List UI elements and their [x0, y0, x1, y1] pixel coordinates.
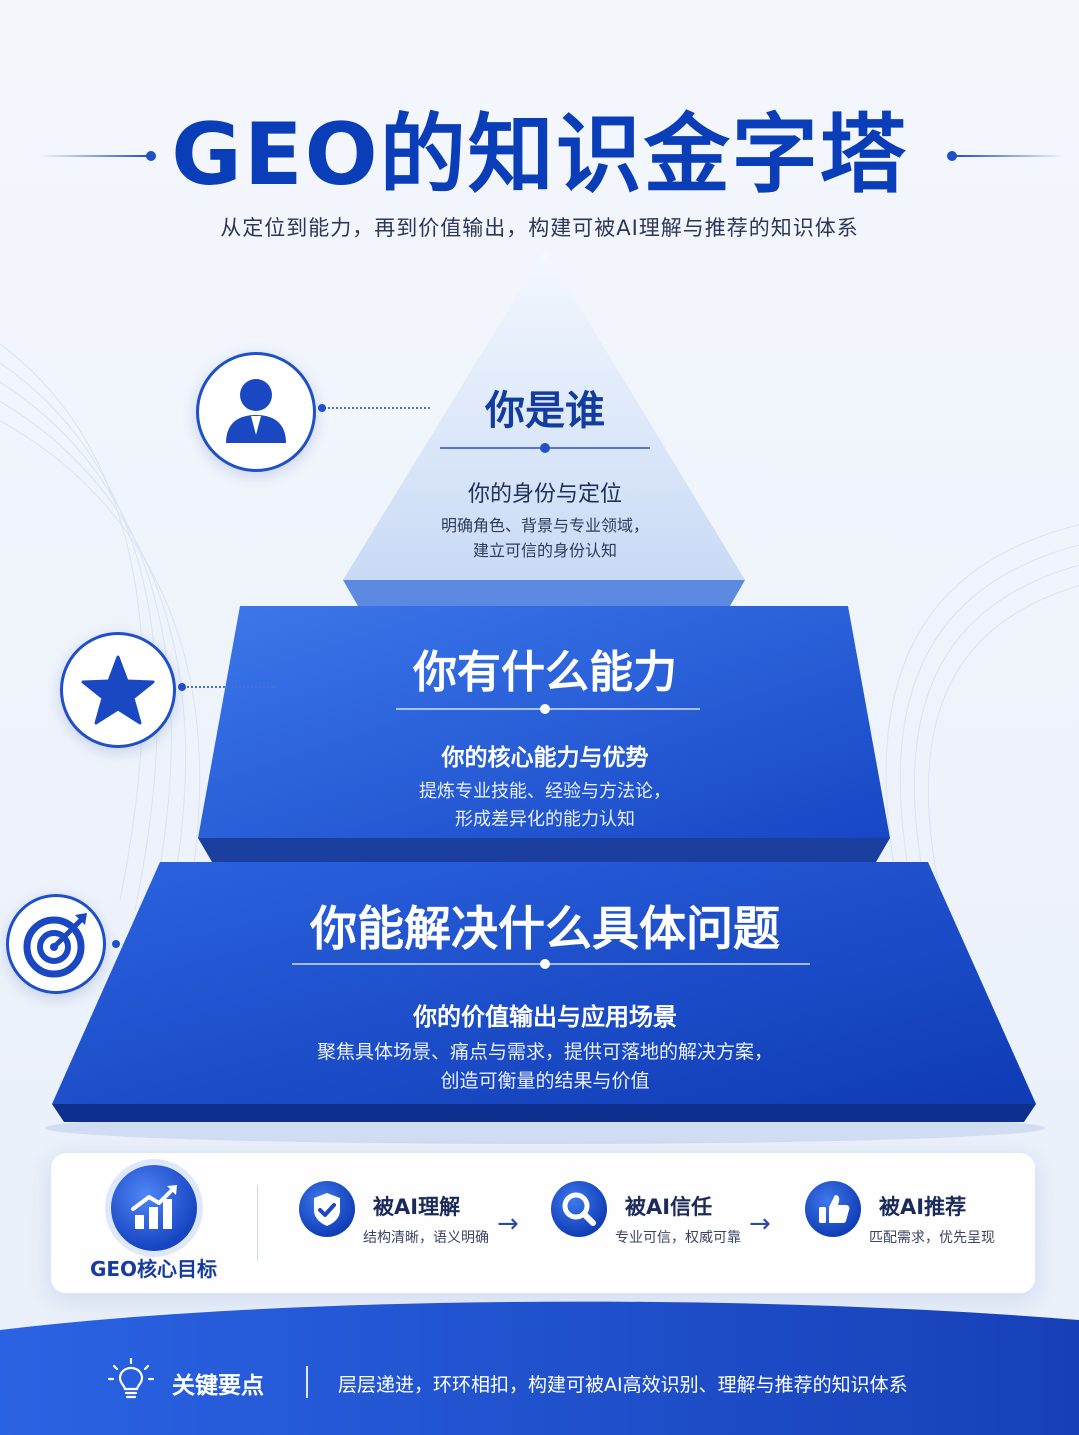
- shield-check-icon: [314, 1193, 340, 1226]
- page-subtitle: 从定位到能力，再到价值输出，构建可被AI理解与推荐的知识体系: [220, 216, 859, 240]
- pyramid-tier-3-base: [52, 1104, 1036, 1122]
- thumbs-up-icon: [819, 1195, 850, 1223]
- page-title: GEO的知识金字塔: [171, 105, 908, 205]
- title-divider-right: [955, 155, 1065, 157]
- goal-title-trust: 被AI信任: [625, 1195, 713, 1219]
- tier-2-side-icon: [60, 632, 176, 748]
- pyramid-tier-2-base: [198, 838, 890, 862]
- tier-1-side-icon: [196, 352, 316, 472]
- tier-3-subheading: 你的价值输出与应用场景: [413, 1003, 677, 1031]
- target-icon: [23, 913, 87, 978]
- title-row: GEO的知识金字塔: [0, 100, 1079, 210]
- tier-1-text: 你是谁 你的身份与定位 明确角色、背景与专业领域， 建立可信的身份认知: [390, 378, 700, 564]
- pyramid-tier-2: [198, 606, 890, 838]
- tier-2-description-line-2: 形成差异化的能力认知: [455, 808, 635, 830]
- goal-item-recommend: 被AI推荐 匹配需求，优先呈现: [805, 1181, 1015, 1251]
- title-dot-left: [146, 151, 156, 161]
- pyramid-tier-1-base: [343, 580, 745, 606]
- tier-3-text: 你能解决什么具体问题 你的价值输出与应用场景 聚焦具体场景、痛点与需求，提供可落…: [270, 890, 820, 1097]
- tier-2-heading: 你有什么能力: [413, 647, 677, 698]
- tier-3-description-line-2: 创造可衡量的结果与价值: [440, 1070, 650, 1093]
- tier-1-subheading: 你的身份与定位: [467, 482, 622, 507]
- person-icon: [226, 379, 286, 443]
- tier-1-heading: 你是谁: [485, 388, 605, 434]
- tier-3-description: 聚焦具体场景、痛点与需求，提供可落地的解决方案， 创造可衡量的结果与价值: [270, 1038, 820, 1097]
- goal-arrow-1: →: [497, 1209, 519, 1239]
- lightbulb-icon: [107, 1357, 155, 1399]
- goal-item-trust: 被AI信任 专业可信，权威可靠: [551, 1181, 751, 1251]
- footer-separator: [306, 1366, 308, 1398]
- pyramid-tier-1: [343, 250, 745, 580]
- footer-text: 层层递进，环环相扣，构建可被AI高效识别、理解与推荐的知识体系: [338, 1374, 908, 1396]
- goal-icon-recommend: [805, 1181, 861, 1237]
- goal-core-badge: [111, 1165, 197, 1251]
- tier-3-description-line-1: 聚焦具体场景、痛点与需求，提供可落地的解决方案，: [316, 1041, 773, 1063]
- tier-1-description: 明确角色、背景与专业领域， 建立可信的身份认知: [390, 514, 700, 564]
- goal-desc-understand: 结构清晰，语义明确: [363, 1230, 489, 1246]
- goal-icon-trust: [551, 1181, 607, 1237]
- title-divider-left: [40, 155, 150, 157]
- tier-2-connector-dot: [178, 683, 186, 691]
- tier-2-connector: [180, 686, 276, 688]
- goal-desc-recommend: 匹配需求，优先呈现: [869, 1230, 995, 1246]
- footer-band: [0, 1301, 1079, 1435]
- star-icon: [81, 655, 155, 725]
- tier-2-description-line-1: 提炼专业技能、经验与方法论，: [419, 781, 671, 802]
- pyramid-tier-3: [52, 862, 1036, 1104]
- goal-core-label: GEO核心目标: [89, 1257, 218, 1281]
- tier-1-description-line-1: 明确角色、背景与专业领域，: [440, 516, 649, 535]
- goal-item-understand: 被AI理解 结构清晰，语义明确: [299, 1181, 499, 1251]
- tier-3-side-icon: [6, 894, 106, 994]
- title-dot-right: [947, 151, 957, 161]
- tier-3-connector-dot: [112, 940, 120, 948]
- geo-goals-panel: GEO核心目标 被AI理解 结构清晰，语义明确 → 被AI信任 专业可信，权威可…: [50, 1152, 1036, 1294]
- footer-label: 关键要点: [172, 1373, 264, 1399]
- tier-3-heading: 你能解决什么具体问题: [310, 902, 780, 957]
- goal-desc-trust: 专业可信，权威可靠: [615, 1230, 741, 1246]
- tier-1-connector: [320, 407, 430, 409]
- search-icon: [562, 1192, 596, 1226]
- bar-chart-icon: [131, 1185, 177, 1229]
- tier-1-description-line-2: 建立可信的身份认知: [472, 540, 617, 560]
- goal-divider: [257, 1185, 258, 1261]
- tier-2-subheading: 你的核心能力与优势: [441, 745, 649, 771]
- tier-1-connector-dot: [318, 404, 326, 412]
- tier-2-text: 你有什么能力 你的核心能力与优势 提炼专业技能、经验与方法论， 形成差异化的能力…: [330, 636, 760, 834]
- goal-arrow-2: →: [749, 1209, 771, 1239]
- goal-title-understand: 被AI理解: [373, 1195, 461, 1219]
- tier-2-description: 提炼专业技能、经验与方法论， 形成差异化的能力认知: [330, 778, 760, 834]
- goal-title-recommend: 被AI推荐: [879, 1195, 967, 1219]
- goal-icon-understand: [299, 1181, 355, 1237]
